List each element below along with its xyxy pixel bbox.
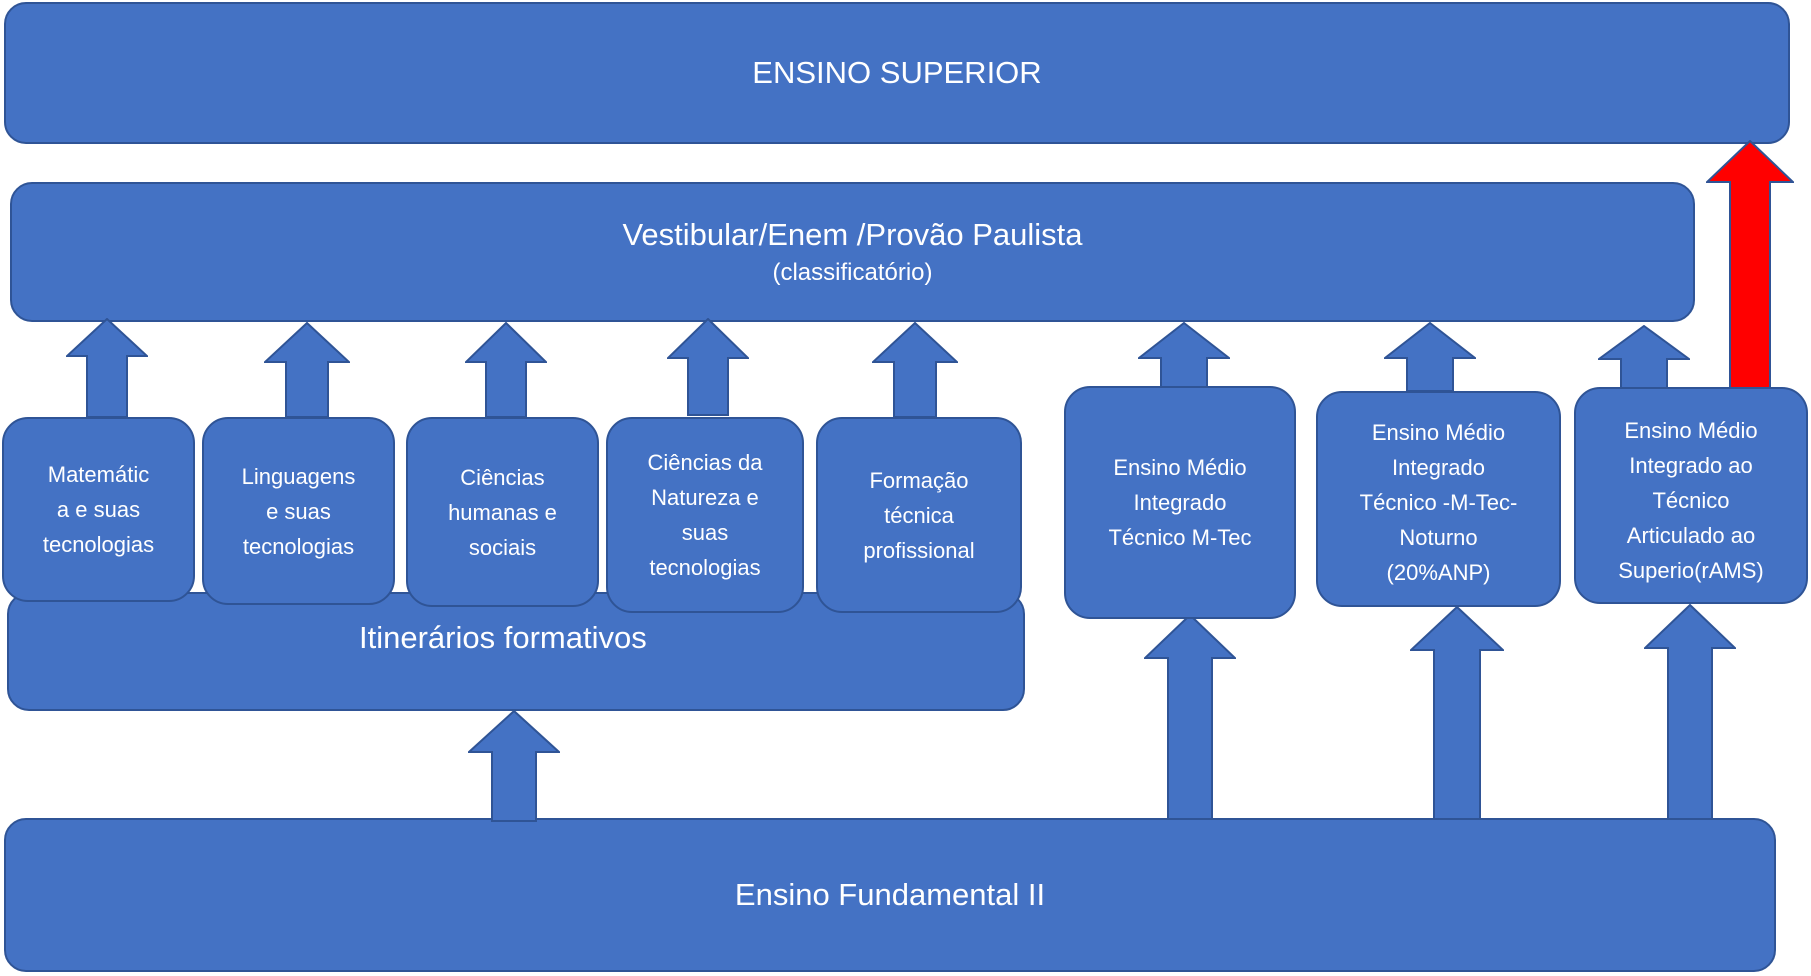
card-matematica: Matemátic a e suas tecnologias [2,417,195,602]
card-formacao-tecnica-label: Formação técnica profissional [863,467,975,563]
red-up-arrow [1706,140,1794,392]
up-arrow-mtec-noturno [1384,322,1476,392]
card-mtec: Ensino Médio Integrado Técnico M-Tec [1064,386,1296,619]
card-ciencias-humanas: Ciências humanas e sociais [406,417,599,607]
card-mtec-noturno: Ensino Médio Integrado Técnico -M-Tec- N… [1316,391,1561,607]
ensino-superior-box: ENSINO SUPERIOR [4,2,1790,144]
card-linguagens-label: Linguagens e suas tecnologias [241,463,356,559]
card-formacao-tecnica: Formação técnica profissional [816,417,1022,613]
ensino-superior-label: ENSINO SUPERIOR [752,55,1042,90]
up-arrow-to-mtec-noturno [1410,606,1504,820]
card-ams: Ensino Médio Integrado ao Técnico Articu… [1574,387,1808,604]
ensino-fundamental-box: Ensino Fundamental II [4,818,1776,972]
up-arrow-ciencias-humanas [465,322,547,418]
card-linguagens: Linguagens e suas tecnologias [202,417,395,605]
card-mtec-label: Ensino Médio Integrado Técnico M-Tec [1108,455,1252,550]
up-arrow-matematica [66,318,148,418]
ensino-fundamental-label: Ensino Fundamental II [734,877,1046,912]
up-arrow-ams [1598,325,1690,391]
exam-title: Vestibular/Enem /Provão Paulista [622,217,1083,252]
card-ciencias-natureza: Ciências da Natureza e suas tecnologias [606,417,804,613]
card-ciencias-natureza-label: Ciências da Natureza e suas tecnologias [647,450,763,580]
card-ciencias-humanas-label: Ciências humanas e sociais [448,464,557,560]
exam-subtitle: (classificatório) [772,259,933,286]
up-arrow-mtec [1138,322,1230,388]
up-arrow-to-itinerarios [468,710,560,822]
exam-box: Vestibular/Enem /Provão Paulista (classi… [10,182,1695,322]
up-arrow-ciencias-natureza [667,318,749,416]
up-arrow-to-mtec [1144,614,1236,820]
itinerarios-label: Itinerários formativos [359,620,647,655]
card-ams-label: Ensino Médio Integrado ao Técnico Articu… [1618,418,1764,583]
up-arrow-to-ams [1644,604,1736,820]
card-mtec-noturno-label: Ensino Médio Integrado Técnico -M-Tec- N… [1359,420,1518,585]
card-matematica-label: Matemátic a e suas tecnologias [42,462,155,557]
up-arrow-linguagens [264,322,350,418]
up-arrow-formacao-tecnica [872,322,958,418]
